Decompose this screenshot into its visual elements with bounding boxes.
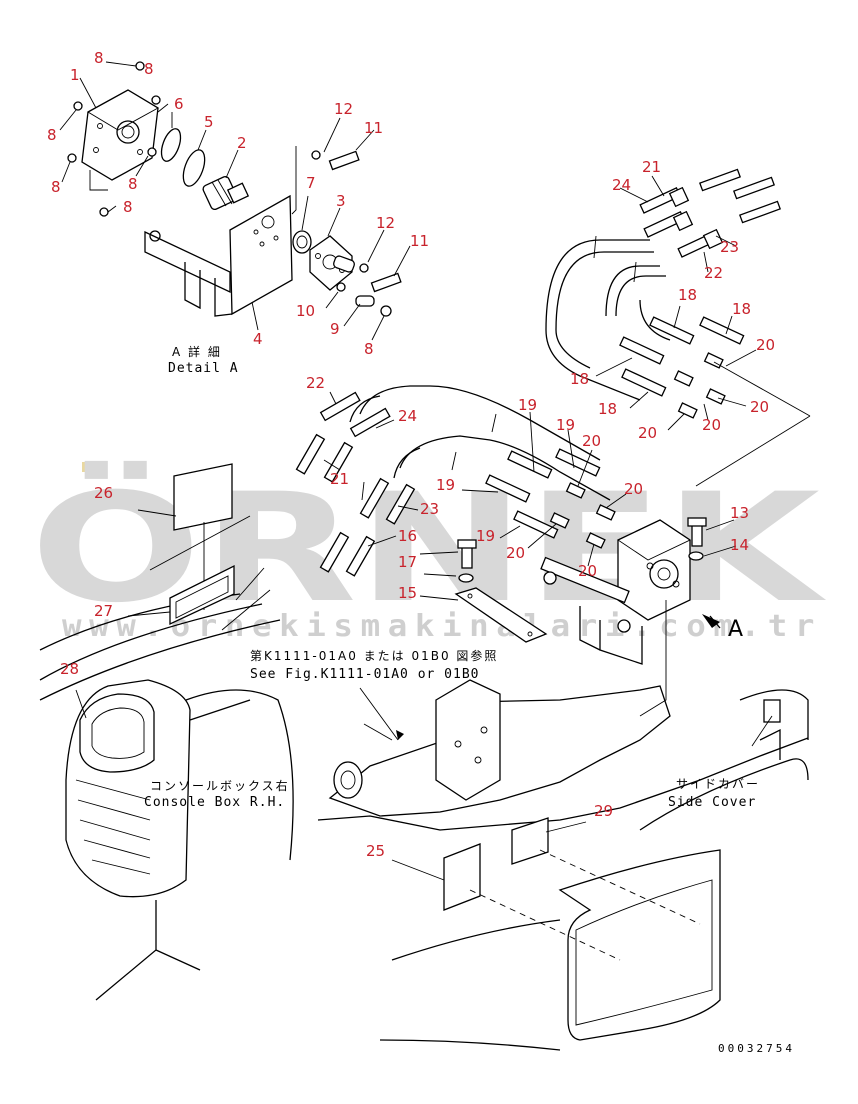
callout-8d: 8: [51, 178, 61, 196]
callout-25: 25: [366, 842, 385, 860]
callout-12a: 12: [334, 100, 353, 118]
callout-11a: 11: [364, 119, 383, 137]
callout-23b: 23: [420, 500, 439, 518]
callout-10: 10: [296, 302, 315, 320]
console-note-en: Console Box R.H.: [144, 795, 285, 810]
view-marker-a: A: [728, 617, 743, 642]
callout-28: 28: [60, 660, 79, 678]
watermark-brand: ÖRNEK: [30, 460, 826, 636]
callout-4: 4: [253, 330, 263, 348]
side-cover-note-jp: サイドカバー: [676, 777, 760, 791]
detail-title-jp: A 詳 細: [172, 344, 222, 359]
callout-20g: 20: [506, 544, 525, 562]
callout-19a: 19: [518, 396, 537, 414]
callout-23a: 23: [720, 238, 739, 256]
callout-8b: 8: [144, 60, 154, 78]
callout-2: 2: [237, 134, 247, 152]
callout-8c: 8: [47, 126, 57, 144]
callout-9: 9: [330, 320, 340, 338]
callout-20h: 20: [578, 562, 597, 580]
callout-18b: 18: [732, 300, 751, 318]
callout-3: 3: [336, 192, 346, 210]
callout-labels: 1 2 3 4 5 6 7 8 8 8 8 8 8 8 8 9 10 11 11…: [47, 49, 775, 860]
callout-27: 27: [94, 602, 113, 620]
callout-20f: 20: [624, 480, 643, 498]
callout-24b: 24: [398, 407, 417, 425]
callout-19d: 19: [476, 527, 495, 545]
callout-21b: 21: [330, 470, 349, 488]
callout-12b: 12: [376, 214, 395, 232]
callout-22a: 22: [704, 264, 723, 282]
callout-1: 1: [70, 66, 80, 84]
callout-19c: 19: [436, 476, 455, 494]
callout-15: 15: [398, 584, 417, 602]
valve-bracket-assembly: A: [454, 517, 743, 717]
callout-5: 5: [204, 113, 214, 131]
callout-11b: 11: [410, 232, 429, 250]
callout-8f: 8: [123, 198, 133, 216]
text-notes: A 詳 細 Detail A 第K1111-01A0 または 01B0 図参照 …: [144, 344, 795, 1055]
detail-title-en: Detail A: [168, 361, 239, 376]
callout-13: 13: [730, 504, 749, 522]
callout-18a: 18: [678, 286, 697, 304]
drawing-code: 00032754: [718, 1042, 795, 1055]
watermark: ÖRNEK www.ornekismakinalari.com.tr: [30, 460, 826, 644]
reference-note-jp: 第K1111-01A0 または 01B0 図参照: [250, 648, 498, 663]
callout-18c: 18: [570, 370, 589, 388]
side-cover-note-en: Side Cover: [668, 795, 756, 810]
callout-20b: 20: [750, 398, 769, 416]
callout-24a: 24: [612, 176, 631, 194]
callout-7: 7: [306, 174, 316, 192]
hose-assembly: [295, 168, 811, 577]
callout-8g: 8: [364, 340, 374, 358]
callout-16: 16: [398, 527, 417, 545]
callout-14: 14: [730, 536, 749, 554]
callout-18d: 18: [598, 400, 617, 418]
detail-a-assembly: [59, 61, 411, 341]
callout-20a: 20: [756, 336, 775, 354]
callout-8e: 8: [128, 175, 138, 193]
console-box: [39, 463, 294, 1001]
callout-26: 26: [94, 484, 113, 502]
callout-29: 29: [594, 802, 613, 820]
callout-20d: 20: [638, 424, 657, 442]
callout-20c: 20: [702, 416, 721, 434]
callout-19b: 19: [556, 416, 575, 434]
callout-20e: 20: [582, 432, 601, 450]
frame-and-side-cover: [317, 679, 809, 1051]
callout-17: 17: [398, 553, 417, 571]
callout-21a: 21: [642, 158, 661, 176]
callout-8a: 8: [94, 49, 104, 67]
console-note-jp: コンソールボックス右: [150, 778, 290, 793]
reference-note-en: See Fig.K1111-01A0 or 01B0: [250, 667, 480, 682]
callout-6: 6: [174, 95, 184, 113]
callout-22b: 22: [306, 374, 325, 392]
leader-lines: [75, 175, 757, 881]
